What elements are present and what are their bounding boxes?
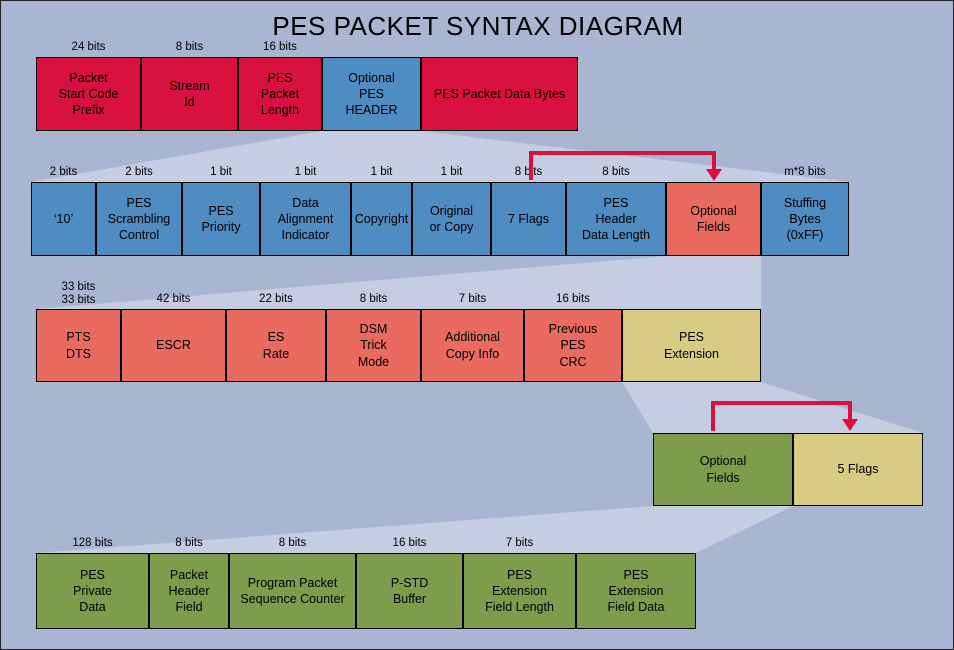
bits-label-pack-header: 8 bits (175, 537, 203, 549)
fan-pes-extension (622, 382, 923, 433)
bits-label-10: 2 bits (49, 166, 78, 178)
field-optional-pes-header: Optional PES HEADER (322, 57, 421, 131)
arrowhead-5flags (842, 419, 858, 431)
bits-label-packet-start-code: 24 bits (71, 41, 106, 53)
field-packet-header-field: Packet Header Field (149, 553, 229, 629)
field-pes-private-data: PES Private Data (36, 553, 149, 629)
field-escr: ESCR (121, 309, 226, 382)
field-pes-packet-data-bytes: PES Packet Data Bytes (421, 57, 578, 131)
bits-label-alignment: 1 bit (294, 166, 317, 178)
field-pes-extension-field-data: PES Extension Field Data (576, 553, 696, 629)
field-additional-copy-info: Additional Copy Info (421, 309, 524, 382)
field-pes-extension-field-length: PES Extension Field Length (463, 553, 576, 629)
field-pes-extension: PES Extension (622, 309, 761, 382)
arrowhead-optional-fields (706, 169, 722, 181)
bits-label-pes-packet-length: 16 bits (263, 41, 297, 53)
field-dsm-trick-mode: DSM Trick Mode (326, 309, 421, 382)
bits-label-original: 1 bit (440, 166, 463, 178)
field-pts-dts: PTS DTS (36, 309, 121, 382)
field-10: ‘10’ (31, 182, 96, 256)
bits-label-private-data: 128 bits (72, 537, 113, 549)
field-program-packet-sequence-counter: Program Packet Sequence Counter (229, 553, 356, 629)
bits-label-copyright: 1 bit (370, 166, 393, 178)
field-stream-id: Stream Id (141, 57, 238, 131)
arrow-optional-fields-to-5flags (711, 401, 852, 431)
page-title: PES PACKET SYNTAX DIAGRAM (272, 11, 684, 41)
field-pes-priority: PES Priority (182, 182, 260, 256)
field-stuffing-bytes: Stuffing Bytes (0xFF) (761, 182, 849, 256)
bits-label-header-data-length: 8 bits (602, 166, 630, 178)
bits-label-stream-id: 8 bits (175, 41, 204, 53)
field-copyright: Copyright (351, 182, 412, 256)
field-p-std-buffer: P-STD Buffer (356, 553, 463, 629)
bits-label-priority: 1 bit (210, 166, 232, 178)
field-previous-pes-crc: Previous PES CRC (524, 309, 622, 382)
field-pes-packet-length: PES Packet Length (238, 57, 322, 131)
bits-label-7flags: 8 bits (514, 166, 543, 178)
field-original-or-copy: Original or Copy (412, 182, 491, 256)
field-packet-start-code-prefix: Packet Start Code Prefix (36, 57, 141, 131)
bits-label-pes-crc: 16 bits (556, 293, 590, 305)
field-optional-fields-row2: Optional Fields (666, 182, 761, 256)
bits-label-seq-counter: 8 bits (278, 537, 307, 549)
bits-label-ext-field-length: 7 bits (505, 537, 534, 549)
field-5-flags: 5 Flags (793, 433, 923, 506)
bits-label-pstd: 16 bits (392, 537, 427, 549)
bits-label-dsm: 8 bits (359, 293, 388, 305)
bits-label-pts-dts: 33 bits 33 bits (61, 281, 96, 307)
bits-label-stuffing: m*8 bits (784, 166, 826, 178)
field-7-flags: 7 Flags (491, 182, 566, 256)
bits-label-escr: 42 bits (156, 293, 191, 305)
field-pes-header-data-length: PES Header Data Length (566, 182, 666, 256)
bits-label-es-rate: 22 bits (259, 293, 293, 305)
field-optional-fields-row4: Optional Fields (653, 433, 793, 506)
field-pes-scrambling-control: PES Scrambling Control (96, 182, 182, 256)
bits-label-copy-info: 7 bits (458, 293, 487, 305)
field-es-rate: ES Rate (226, 309, 326, 382)
bits-label-scrambling: 2 bits (125, 166, 153, 178)
field-data-alignment-indicator: Data Alignment Indicator (260, 182, 351, 256)
